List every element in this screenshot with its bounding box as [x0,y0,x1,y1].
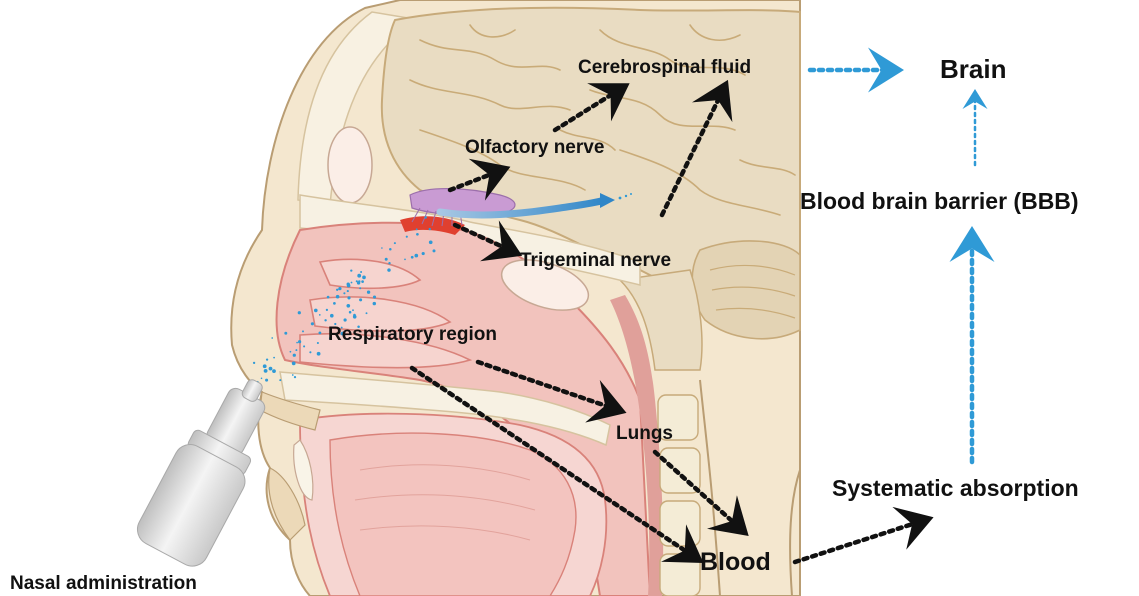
spray-droplet [416,228,418,230]
spray-droplet [266,358,268,360]
spray-droplet [344,318,347,321]
spray-droplet [279,379,281,381]
spray-droplet [273,357,275,359]
spray-droplet [414,254,418,258]
spray-droplet [388,262,390,264]
spray-droplet [367,291,369,293]
label-lungs: Lungs [616,424,673,443]
spray-droplet [295,349,297,351]
spray-droplet [351,282,353,284]
spray-droplet [381,247,383,249]
spray-droplet [353,315,357,319]
spray-droplet [269,367,273,371]
spray-droplet [333,302,336,305]
spray-droplet [352,309,354,311]
label-olfactory-nerve: Olfactory nerve [465,138,604,157]
spray-droplet [343,292,345,294]
spray-droplet [265,379,268,382]
spray-droplet [346,304,350,308]
spray-droplet [303,345,305,347]
spray-droplet [429,228,431,230]
spray-droplet [290,351,292,353]
tongue [330,433,576,596]
spray-droplet [284,332,287,335]
spray-droplet [394,242,396,244]
spray-droplet [253,362,255,364]
spray-droplet [292,374,294,376]
spray-droplet [358,280,360,282]
spray-droplet [373,295,376,298]
spray-droplet [271,337,273,339]
spray-droplet [359,298,362,301]
spray-droplet [318,331,321,334]
spray-droplet [302,330,304,332]
spray-droplet [314,309,318,313]
label-respiratory-region: Respiratory region [328,325,497,344]
label-nasal-administration: Nasal administration [10,574,197,593]
spray-droplet [389,248,392,251]
spray-droplet [416,233,419,236]
spray-droplet [362,276,366,280]
spray-droplet [347,284,351,288]
spray-droplet [359,287,361,289]
arrow-blood-to-systemic [795,520,925,562]
spray-droplet [338,287,341,290]
spray-droplet [429,240,433,244]
spray-droplet [324,319,326,321]
spray-droplet [406,236,408,238]
label-bbb: Blood brain barrier (BBB) [800,190,1079,213]
label-cerebrospinal-fluid: Cerebrospinal fluid [578,58,751,77]
spray-droplet [347,290,349,292]
label-trigeminal-nerve: Trigeminal nerve [520,251,671,270]
label-systematic-absorption: Systematic absorption [832,477,1079,500]
label-brain: Brain [940,56,1006,82]
spray-droplet [411,256,414,259]
spray-droplet [296,342,298,344]
spray-droplet [385,258,388,261]
spray-droplet [360,271,362,273]
spray-droplet [326,309,328,311]
spray-droplet [311,322,314,325]
spray-droplet [292,362,296,366]
spray-droplet [347,296,350,299]
spray-droplet [327,296,330,299]
spray-droplet [356,280,358,282]
spray-droplet [263,364,267,368]
spray-droplet [350,269,352,271]
spray-droplet [366,312,368,314]
spray-droplet [349,311,352,314]
spray-droplet [330,314,334,318]
spray-droplet [272,369,276,373]
spray-droplet [309,351,311,353]
spray-droplet [336,295,340,299]
spray-droplet [264,369,268,373]
spray-droplet [293,354,296,357]
spray-droplet [319,314,321,316]
spray-droplet [404,259,406,261]
spray-droplet [433,249,436,252]
spray-droplet [317,352,321,356]
spray-droplet [261,378,263,380]
spray-droplet [424,216,426,218]
spray-droplet [317,342,319,344]
spray-droplet [387,268,390,271]
spray-droplet [361,280,364,283]
spray-droplet [373,302,376,305]
spray-droplet [298,311,301,314]
label-blood: Blood [700,550,771,575]
spray-droplet [422,252,425,255]
head-illustration [132,0,800,596]
spray-droplet [298,340,301,343]
spray-droplet [336,289,338,291]
spray-droplet [294,376,296,378]
spray-droplet [357,274,361,278]
frontal-sinus [328,127,372,203]
